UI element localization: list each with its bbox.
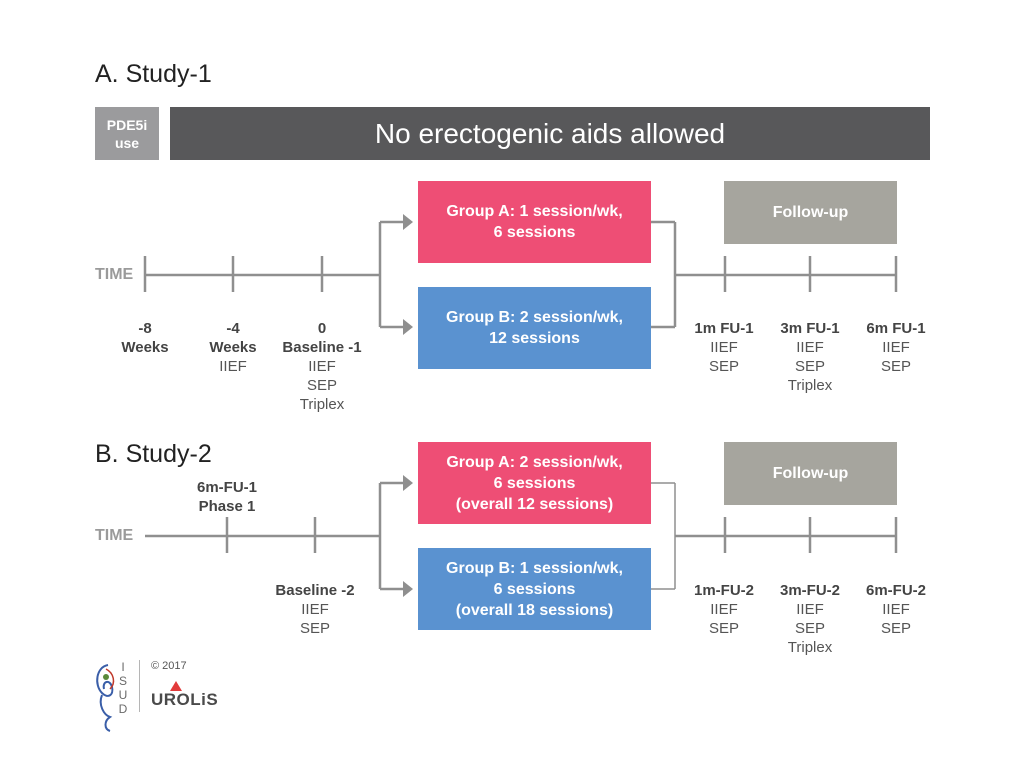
study2-label-6m-line: IIEF <box>882 601 910 618</box>
isud-letters: I S U D <box>118 660 128 716</box>
study1-label-1m-title: 1m FU-1 <box>694 320 754 337</box>
pde5i-use-box: PDE5i use <box>95 107 159 160</box>
study1-label-6m: 6m FU-1 IIEF SEP <box>841 319 951 376</box>
study1-label-1m: 1m FU-1 IIEF SEP <box>669 319 779 376</box>
isud-letter: U <box>118 688 128 702</box>
study1-group-b-line1: Group B: 2 session/wk, <box>446 309 623 326</box>
study1-label-3m-line: IIEF <box>796 339 824 356</box>
study2-label-3m: 3m-FU-2 IIEF SEP Triplex <box>755 581 865 657</box>
study1-label-3m-line: SEP <box>794 358 825 375</box>
isud-letter: D <box>118 702 128 716</box>
isud-letter: I <box>121 660 125 674</box>
study1-group-a-line2: 6 sessions <box>493 224 576 241</box>
study1-group-b-line2: 12 sessions <box>489 330 580 347</box>
study1-label-0: 0 Baseline -1 IIEF SEP Triplex <box>267 319 377 414</box>
study2-group-b-line3: (overall 18 sessions) <box>455 601 614 619</box>
study2-label-1m-line: SEP <box>708 620 739 637</box>
study1-label-0-line: SEP <box>306 377 337 394</box>
study1-label-3m-line: Triplex <box>787 377 833 394</box>
study1-label-3m-title: 3m FU-1 <box>780 320 840 337</box>
study2-label-3m-line: IIEF <box>796 601 824 618</box>
study2-group-a-line3: (overall 12 sessions) <box>455 495 614 513</box>
study2-label-6m-title: 6m-FU-2 <box>865 582 926 599</box>
study1-followup-box: Follow-up <box>724 181 897 244</box>
study2-label-3m-line: SEP <box>794 620 825 637</box>
footer-divider <box>139 660 140 712</box>
study1-label-6m-line: IIEF <box>882 339 910 356</box>
urolis-logo: UROLiS <box>151 690 219 709</box>
study1-label-minus4-title: -4 <box>226 320 240 337</box>
study1-time-label: TIME <box>95 266 134 283</box>
study2-baseline-line: SEP <box>299 620 330 637</box>
study2-group-a-line1: Group A: 2 session/wk, <box>446 453 623 471</box>
urolis-triangle-icon <box>170 681 182 691</box>
study2-arrow-bottom <box>403 581 413 597</box>
isud-letter: S <box>118 674 127 688</box>
study2-baseline-label: Baseline -2 IIEF SEP <box>250 581 380 638</box>
study1-group-a-line1: Group A: 1 session/wk, <box>446 203 623 220</box>
study1-label-0-line: Triplex <box>299 396 345 413</box>
study1-label-minus8-line: Weeks <box>121 339 169 356</box>
study1-title: A. Study-1 <box>95 60 212 88</box>
study2-group-b-line2: 6 sessions <box>493 580 576 598</box>
no-aids-banner: No erectogenic aids allowed <box>170 107 930 160</box>
study2-label-1m-title: 1m-FU-2 <box>693 582 754 599</box>
study1-group-a-box: Group A: 1 session/wk, 6 sessions <box>418 181 651 263</box>
study1-label-6m-title: 6m FU-1 <box>866 320 926 337</box>
study1-label-6m-line: SEP <box>880 358 911 375</box>
study1-label-minus4: -4 Weeks IIEF <box>178 319 288 376</box>
study1-followup-label: Follow-up <box>772 204 849 221</box>
study2-group-a-box: Group A: 2 session/wk, 6 sessions (overa… <box>418 442 651 524</box>
study2-phase1-line2: Phase 1 <box>198 498 256 515</box>
study1-label-minus4-line: Weeks <box>209 339 257 356</box>
study2-group-a-line2: 6 sessions <box>493 474 576 492</box>
study2-label-3m-title: 3m-FU-2 <box>779 582 840 599</box>
study2-arrow-top <box>403 475 413 491</box>
pde-line1: PDE5i <box>106 116 148 133</box>
study2-group-b-line1: Group B: 1 session/wk, <box>446 559 623 577</box>
study1-label-3m: 3m FU-1 IIEF SEP Triplex <box>755 319 865 395</box>
study2-phase1-label: 6m-FU-1 Phase 1 <box>167 478 287 516</box>
study1-label-minus8: -8 Weeks <box>90 319 200 357</box>
study2-group-b-box: Group B: 1 session/wk, 6 sessions (overa… <box>418 548 651 630</box>
study2-label-6m-line: SEP <box>880 620 911 637</box>
copyright-text: © 2017 <box>151 660 187 672</box>
isud-emblem-icon <box>96 664 115 732</box>
study1-label-1m-line: IIEF <box>710 339 738 356</box>
study1-arrow-top <box>403 214 413 230</box>
study2-label-6m: 6m-FU-2 IIEF SEP <box>841 581 951 638</box>
study1-label-0-line: Baseline -1 <box>282 339 362 356</box>
study1-label-0-title: 0 <box>317 320 327 337</box>
study2-time-label: TIME <box>95 527 134 544</box>
study2-title: B. Study-2 <box>95 440 212 468</box>
study2-followup-label: Follow-up <box>772 465 849 482</box>
study1-label-1m-line: SEP <box>708 358 739 375</box>
study2-baseline-line: IIEF <box>301 601 329 618</box>
study2-label-1m: 1m-FU-2 IIEF SEP <box>669 581 779 638</box>
study1-label-minus4-line: IIEF <box>219 358 247 375</box>
study1-label-0-line: IIEF <box>308 358 336 375</box>
study2-followup-box: Follow-up <box>724 442 897 505</box>
study2-phase1-line1: 6m-FU-1 <box>196 479 257 496</box>
study2-baseline-title: Baseline -2 <box>275 582 355 599</box>
study1-label-minus8-title: -8 <box>138 320 152 337</box>
banner-text: No erectogenic aids allowed <box>374 117 726 149</box>
study1-group-b-box: Group B: 2 session/wk, 12 sessions <box>418 287 651 369</box>
study2-label-3m-line: Triplex <box>787 639 833 656</box>
pde-line2: use <box>114 134 140 151</box>
study2-label-1m-line: IIEF <box>710 601 738 618</box>
study1-arrow-bottom <box>403 319 413 335</box>
